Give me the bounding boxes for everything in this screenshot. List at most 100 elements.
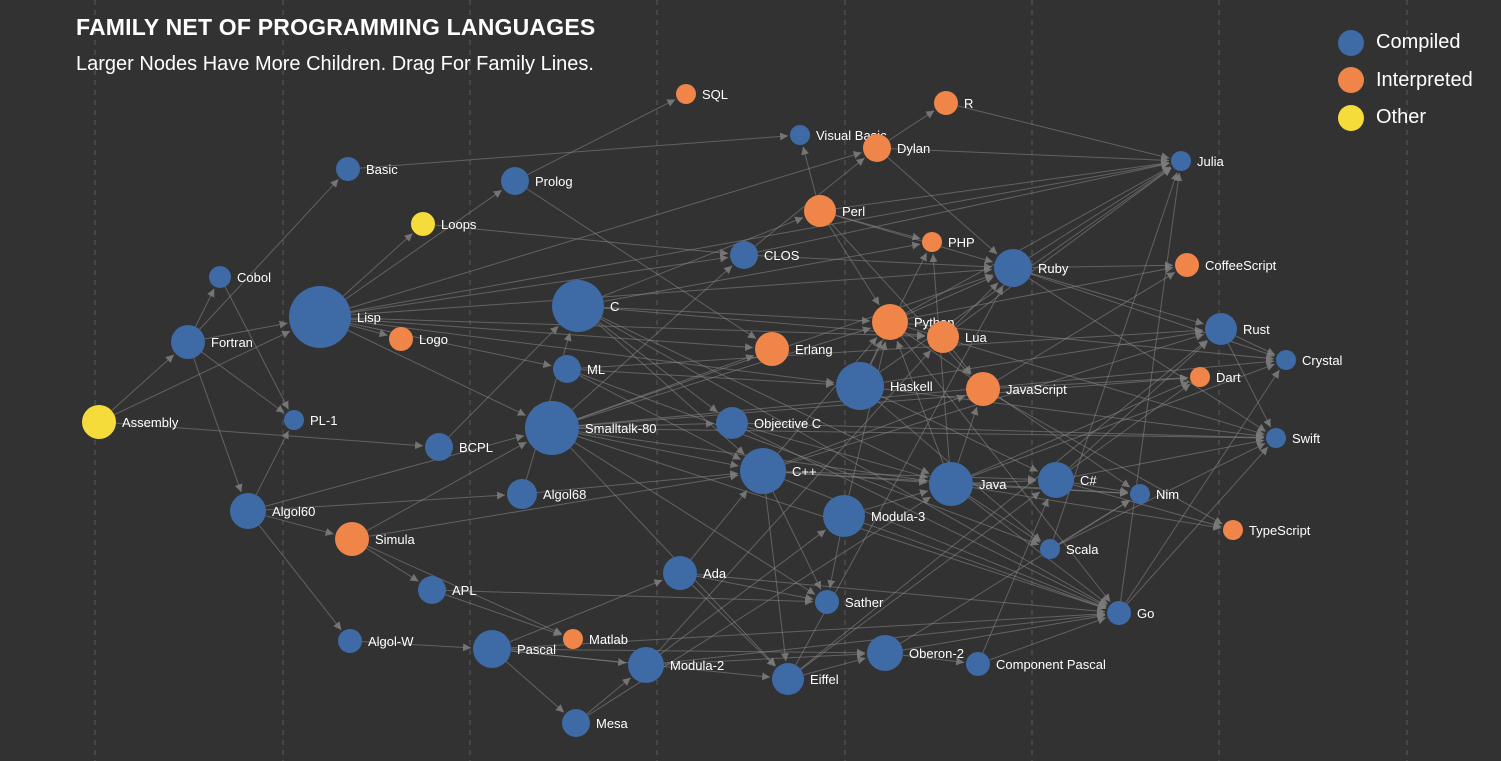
- node-go[interactable]: Go: [1107, 601, 1154, 625]
- node-javascript[interactable]: JavaScript: [966, 372, 1067, 406]
- node-modula-3[interactable]: Modula-3: [823, 495, 925, 537]
- node-pascal[interactable]: Pascal: [473, 630, 556, 668]
- node-sather[interactable]: Sather: [815, 590, 884, 614]
- node-objective-c[interactable]: Objective C: [716, 407, 821, 439]
- node-basic[interactable]: Basic: [336, 157, 398, 181]
- node-scala[interactable]: Scala: [1040, 539, 1099, 559]
- node-circle[interactable]: [929, 462, 973, 506]
- node-julia[interactable]: Julia: [1171, 151, 1225, 171]
- node-csharp[interactable]: C#: [1038, 462, 1097, 498]
- node-circle[interactable]: [1190, 367, 1210, 387]
- node-smalltalk-80[interactable]: Smalltalk-80: [525, 401, 657, 455]
- node-circle[interactable]: [1276, 350, 1296, 370]
- node-prolog[interactable]: Prolog: [501, 167, 573, 195]
- node-circle[interactable]: [552, 280, 604, 332]
- node-ada[interactable]: Ada: [663, 556, 727, 590]
- node-circle[interactable]: [790, 125, 810, 145]
- node-lisp[interactable]: Lisp: [289, 286, 381, 348]
- node-circle[interactable]: [676, 84, 696, 104]
- node-circle[interactable]: [171, 325, 205, 359]
- node-circle[interactable]: [663, 556, 697, 590]
- node-circle[interactable]: [418, 576, 446, 604]
- node-circle[interactable]: [836, 362, 884, 410]
- node-matlab[interactable]: Matlab: [563, 629, 628, 649]
- node-circle[interactable]: [863, 134, 891, 162]
- node-swift[interactable]: Swift: [1266, 428, 1321, 448]
- node-circle[interactable]: [804, 195, 836, 227]
- node-cobol[interactable]: Cobol: [209, 266, 271, 288]
- node-r[interactable]: R: [934, 91, 973, 115]
- node-modula-2[interactable]: Modula-2: [628, 647, 724, 683]
- node-circle[interactable]: [730, 241, 758, 269]
- node-circle[interactable]: [473, 630, 511, 668]
- node-loops[interactable]: Loops: [411, 212, 477, 236]
- node-ml[interactable]: ML: [553, 355, 605, 383]
- node-circle[interactable]: [1266, 428, 1286, 448]
- node-algol-w[interactable]: Algol-W: [338, 629, 414, 653]
- node-circle[interactable]: [872, 304, 908, 340]
- node-circle[interactable]: [772, 663, 804, 695]
- node-circle[interactable]: [1205, 313, 1237, 345]
- node-circle[interactable]: [1171, 151, 1191, 171]
- node-circle[interactable]: [336, 157, 360, 181]
- node-circle[interactable]: [411, 212, 435, 236]
- node-circle[interactable]: [425, 433, 453, 461]
- node-php[interactable]: PHP: [922, 232, 975, 252]
- node-circle[interactable]: [338, 629, 362, 653]
- node-circle[interactable]: [389, 327, 413, 351]
- node-crystal[interactable]: Crystal: [1276, 350, 1343, 370]
- node-perl[interactable]: Perl: [804, 195, 865, 227]
- node-assembly[interactable]: Assembly: [82, 405, 179, 439]
- node-circle[interactable]: [1223, 520, 1243, 540]
- node-simula[interactable]: Simula: [335, 522, 416, 556]
- node-circle[interactable]: [994, 249, 1032, 287]
- node-mesa[interactable]: Mesa: [562, 709, 629, 737]
- node-circle[interactable]: [966, 372, 1000, 406]
- node-dart[interactable]: Dart: [1190, 367, 1241, 387]
- node-haskell[interactable]: Haskell: [836, 362, 933, 410]
- node-eiffel[interactable]: Eiffel: [772, 663, 839, 695]
- node-circle[interactable]: [922, 232, 942, 252]
- node-circle[interactable]: [815, 590, 839, 614]
- node-circle[interactable]: [507, 479, 537, 509]
- node-fortran[interactable]: Fortran: [171, 325, 253, 359]
- node-typescript[interactable]: TypeScript: [1223, 520, 1311, 540]
- node-circle[interactable]: [740, 448, 786, 494]
- node-circle[interactable]: [82, 405, 116, 439]
- node-coffeescript[interactable]: CoffeeScript: [1175, 253, 1277, 277]
- node-circle[interactable]: [716, 407, 748, 439]
- node-erlang[interactable]: Erlang: [755, 332, 833, 366]
- node-circle[interactable]: [1175, 253, 1199, 277]
- node-circle[interactable]: [563, 629, 583, 649]
- node-algol60[interactable]: Algol60: [230, 493, 315, 529]
- node-component-pascal[interactable]: Component Pascal: [966, 652, 1106, 676]
- node-oberon-2[interactable]: Oberon-2: [867, 635, 964, 671]
- node-rust[interactable]: Rust: [1205, 313, 1270, 345]
- node-circle[interactable]: [823, 495, 865, 537]
- node-circle[interactable]: [525, 401, 579, 455]
- node-circle[interactable]: [553, 355, 581, 383]
- node-circle[interactable]: [1107, 601, 1131, 625]
- node-cpp[interactable]: C++: [740, 448, 817, 494]
- node-circle[interactable]: [501, 167, 529, 195]
- node-c[interactable]: C: [552, 280, 619, 332]
- node-circle[interactable]: [335, 522, 369, 556]
- node-circle[interactable]: [209, 266, 231, 288]
- node-algol68[interactable]: Algol68: [507, 479, 586, 509]
- node-java[interactable]: Java: [929, 462, 1007, 506]
- node-nim[interactable]: Nim: [1130, 484, 1179, 504]
- node-pl-1[interactable]: PL-1: [284, 410, 337, 430]
- node-clos[interactable]: CLOS: [730, 241, 800, 269]
- node-circle[interactable]: [284, 410, 304, 430]
- node-circle[interactable]: [927, 321, 959, 353]
- node-circle[interactable]: [934, 91, 958, 115]
- node-circle[interactable]: [1040, 539, 1060, 559]
- node-circle[interactable]: [289, 286, 351, 348]
- node-lua[interactable]: Lua: [927, 321, 987, 353]
- node-logo[interactable]: Logo: [389, 327, 448, 351]
- node-circle[interactable]: [1038, 462, 1074, 498]
- node-circle[interactable]: [867, 635, 903, 671]
- node-circle[interactable]: [1130, 484, 1150, 504]
- node-bcpl[interactable]: BCPL: [425, 433, 493, 461]
